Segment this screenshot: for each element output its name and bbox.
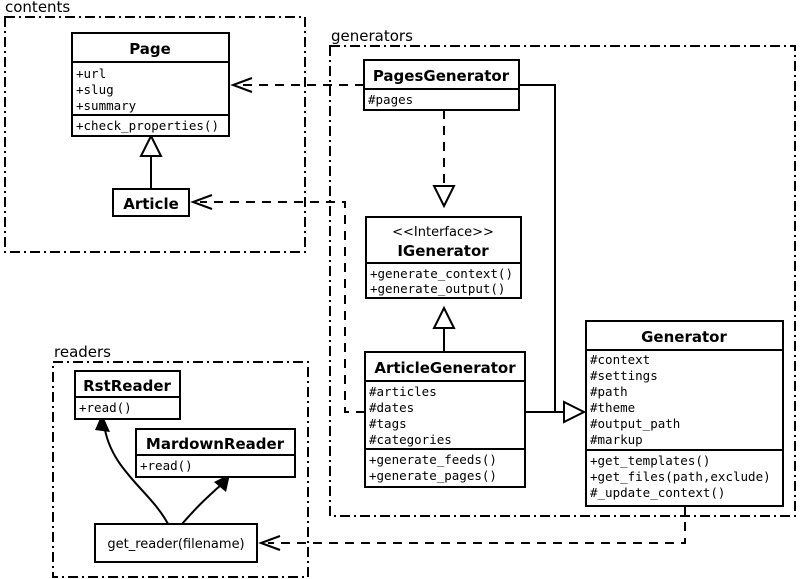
relation-articlegenerator-realizes-igenerator xyxy=(432,305,456,352)
class-page-attribute: +summary xyxy=(76,98,137,113)
open-arrowhead xyxy=(230,77,253,93)
package-contents: contents xyxy=(4,0,306,253)
class-article-generator-attribute: #categories xyxy=(369,432,452,447)
package-generators: generators xyxy=(329,27,796,517)
package-contents-border xyxy=(4,16,306,253)
class-generator[interactable]: Generator #context #settings #path #them… xyxy=(585,320,784,507)
class-page-frame xyxy=(71,32,230,137)
class-generator-attribute: #theme xyxy=(590,400,635,415)
relation-pagesgenerator-realizes-igenerator xyxy=(432,110,456,209)
dependency-line xyxy=(268,506,686,544)
class-rst-reader-method: +read() xyxy=(79,400,132,415)
association-curve xyxy=(181,483,223,525)
relation-get-reader-creates-rstreader xyxy=(95,414,169,525)
class-pages-generator-title: PagesGenerator xyxy=(373,67,510,85)
class-page-title: Page xyxy=(129,40,171,58)
class-article-generator-attribute: #dates xyxy=(369,400,414,415)
solid-arrowhead xyxy=(95,414,110,432)
class-igenerator-method: +generate_output() xyxy=(370,281,505,296)
class-igenerator-method: +generate_context() xyxy=(370,266,513,281)
hollow-triangle-arrowhead xyxy=(563,400,587,424)
relation-pagesgenerator-uses-page xyxy=(230,77,364,93)
package-readers: readers xyxy=(52,343,309,578)
class-igenerator[interactable]: <<Interface>> IGenerator +generate_conte… xyxy=(365,216,522,299)
hollow-triangle-arrowhead xyxy=(432,305,456,329)
package-generators-border xyxy=(329,45,796,517)
class-generator-attribute: #context xyxy=(590,352,650,367)
class-generator-method: +get_files(path,exclude) xyxy=(590,469,771,484)
class-article[interactable]: Article xyxy=(112,188,190,217)
class-mardown-reader-method: +read() xyxy=(140,458,193,473)
hollow-triangle-arrowhead xyxy=(139,133,163,157)
class-article-title: Article xyxy=(123,195,179,213)
class-article-generator-title: ArticleGenerator xyxy=(374,359,516,377)
function-get-reader-label: get_reader(filename) xyxy=(107,537,244,552)
class-generator-attribute: #markup xyxy=(590,432,643,447)
class-article-generator-attribute: #tags xyxy=(369,416,407,431)
relation-articlegenerator-uses-article xyxy=(190,194,365,413)
class-igenerator-title: IGenerator xyxy=(397,242,489,260)
package-readers-label: readers xyxy=(54,343,111,361)
class-page[interactable]: Page +url +slug +summary +check_properti… xyxy=(71,32,230,137)
class-article-frame xyxy=(112,188,190,217)
class-generator-attribute: #settings xyxy=(590,368,658,383)
class-page-method: +check_properties() xyxy=(76,118,219,133)
solid-arrowhead xyxy=(214,474,230,492)
open-arrowhead xyxy=(190,194,213,210)
class-generator-title: Generator xyxy=(641,328,727,346)
class-article-generator-attribute: #articles xyxy=(369,384,437,399)
relation-generator-uses-get-reader xyxy=(258,506,686,551)
package-readers-border xyxy=(52,361,309,578)
class-igenerator-stereotype: <<Interface>> xyxy=(392,225,494,240)
class-generator-method: #_update_context() xyxy=(590,485,725,500)
relation-article-inherits-page xyxy=(139,133,163,189)
class-igenerator-frame xyxy=(365,216,522,299)
class-pages-generator-attribute: #pages xyxy=(368,92,413,107)
class-generator-attribute: #output_path xyxy=(590,416,680,431)
class-generator-frame xyxy=(585,320,784,507)
class-article-generator-method: +generate_pages() xyxy=(369,468,497,483)
class-rst-reader-title: RstReader xyxy=(83,377,171,395)
package-generators-label: generators xyxy=(331,27,413,45)
class-pages-generator[interactable]: PagesGenerator #pages xyxy=(363,59,520,111)
class-mardown-reader-frame xyxy=(135,428,296,478)
class-rst-reader[interactable]: RstReader +read() xyxy=(74,370,181,420)
relation-articlegenerator-extends-generator xyxy=(525,400,587,424)
class-generator-attribute: #path xyxy=(590,384,628,399)
class-generator-method: +get_templates() xyxy=(590,453,710,468)
class-page-attribute: +url xyxy=(76,66,106,81)
function-get-reader-frame xyxy=(94,523,258,563)
association-curve xyxy=(103,423,169,525)
hollow-triangle-arrowhead xyxy=(432,185,456,209)
class-rst-reader-frame xyxy=(74,370,181,420)
relation-get-reader-creates-mardownreader xyxy=(181,474,230,525)
dependency-line xyxy=(200,201,365,413)
class-mardown-reader[interactable]: MardownReader +read() xyxy=(135,428,296,478)
class-article-generator[interactable]: ArticleGenerator #articles #dates #tags … xyxy=(364,351,526,488)
class-page-attribute: +slug xyxy=(76,82,114,97)
open-arrowhead xyxy=(258,535,281,551)
class-pages-generator-frame xyxy=(363,59,520,111)
class-article-generator-method: +generate_feeds() xyxy=(369,452,497,467)
package-contents-label: contents xyxy=(5,0,70,16)
function-get-reader[interactable]: get_reader(filename) xyxy=(94,523,258,563)
class-mardown-reader-title: MardownReader xyxy=(146,435,285,453)
class-article-generator-frame xyxy=(364,351,526,488)
